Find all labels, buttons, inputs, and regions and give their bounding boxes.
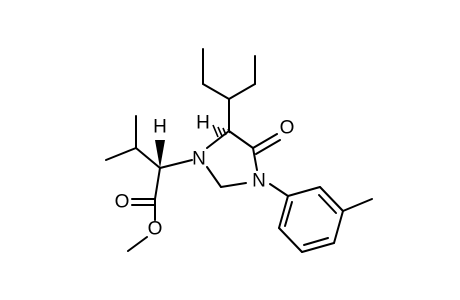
atom-o-ketone: O: [280, 118, 295, 139]
bond-n3-c2: [220, 182, 247, 188]
bond-c4-c5: [228, 130, 254, 149]
atom-h-alpha: H: [153, 117, 167, 138]
imidazolidinone-ring: [206, 130, 281, 188]
bond-methyl: [342, 198, 373, 212]
bond-calpha-cipr: [135, 147, 161, 169]
bond-n1-calpha: [159, 159, 193, 169]
pentyl-group: [202, 48, 256, 132]
bond-calpha-ccarbonyl: [154, 167, 161, 200]
atom-o-carbonyl: O: [115, 192, 130, 213]
bond-c5-o-b: [255, 139, 281, 155]
bond-ch-right: [228, 83, 256, 100]
atom-o-ester: O: [148, 219, 163, 240]
bond-oester-methyl: [127, 236, 148, 252]
solid-wedge-calpha-h: [155, 140, 165, 168]
atom-n1: N: [192, 149, 206, 170]
bond-c5-o-a: [252, 133, 278, 149]
bond-cipr-me-left: [105, 147, 137, 161]
atom-n3: N: [252, 171, 266, 192]
atom-h-c4: H: [196, 113, 210, 134]
bond-ch-left: [202, 83, 230, 100]
hashed-wedge-c4-h: [212, 124, 231, 138]
bond-c2-n1: [206, 166, 222, 188]
ester-side-chain: [105, 115, 193, 252]
bond-n3-ipso: [269, 183, 289, 197]
tolyl-group: [269, 183, 373, 253]
bond-c5-n3: [252, 147, 258, 171]
